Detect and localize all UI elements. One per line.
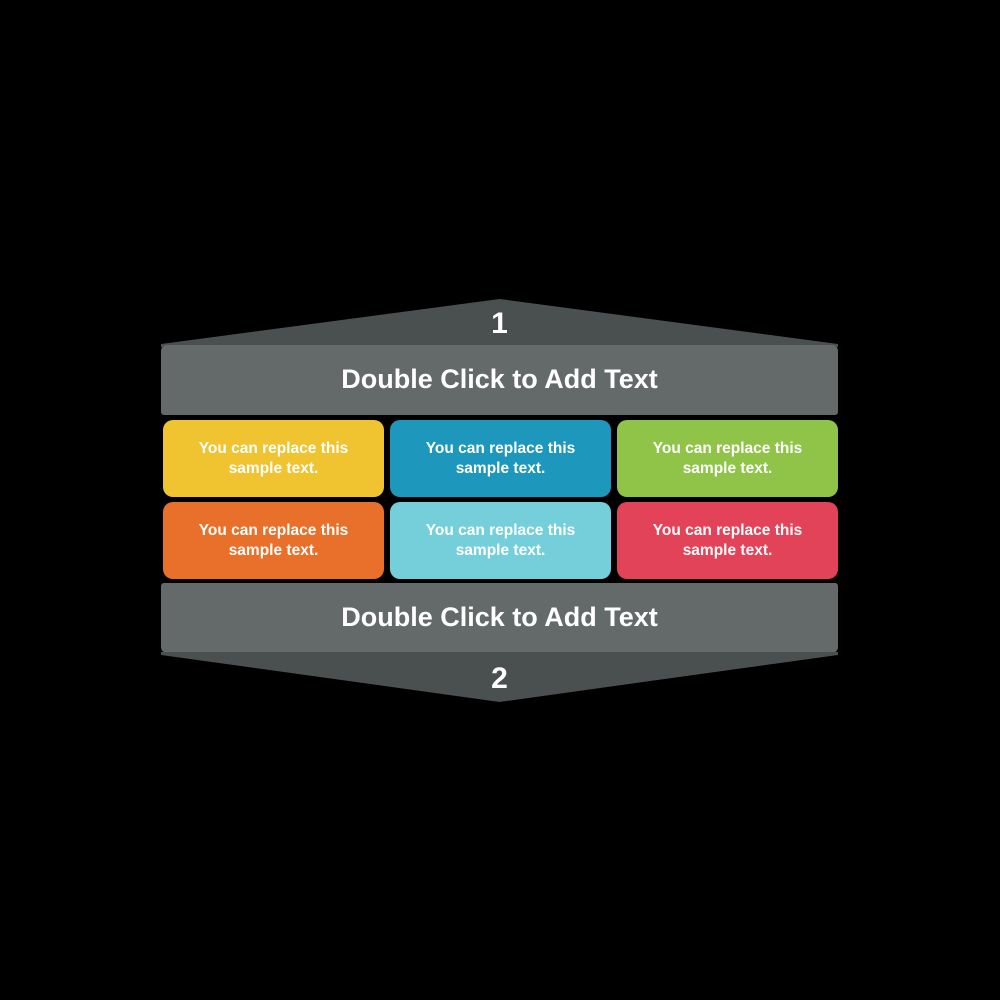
chevron-bottom[interactable]: 2 (161, 652, 838, 702)
header-bar-bottom[interactable]: Double Click to Add Text (161, 583, 838, 653)
card-orange[interactable]: You can replace this sample text. (163, 502, 384, 579)
card-cyan-text: You can replace this sample text. (425, 522, 576, 559)
card-red-text: You can replace this sample text. (652, 522, 803, 559)
header-bar-top[interactable]: Double Click to Add Text (161, 345, 838, 415)
chevron-down-shape (161, 652, 838, 702)
card-green[interactable]: You can replace this sample text. (617, 420, 838, 497)
card-row-1: You can replace this sample text. You ca… (163, 420, 838, 497)
card-row-2: You can replace this sample text. You ca… (163, 502, 838, 579)
chevron-up-shape (161, 299, 838, 347)
card-blue[interactable]: You can replace this sample text. (390, 420, 611, 497)
card-blue-text: You can replace this sample text. (425, 440, 576, 477)
card-red[interactable]: You can replace this sample text. (617, 502, 838, 579)
card-orange-text: You can replace this sample text. (198, 522, 349, 559)
card-yellow[interactable]: You can replace this sample text. (163, 420, 384, 497)
card-green-text: You can replace this sample text. (652, 440, 803, 477)
header-bar-top-text: Double Click to Add Text (341, 364, 658, 395)
card-cyan[interactable]: You can replace this sample text. (390, 502, 611, 579)
card-yellow-text: You can replace this sample text. (198, 440, 349, 477)
header-bar-bottom-text: Double Click to Add Text (341, 602, 658, 633)
chevron-top[interactable]: 1 (161, 299, 838, 347)
